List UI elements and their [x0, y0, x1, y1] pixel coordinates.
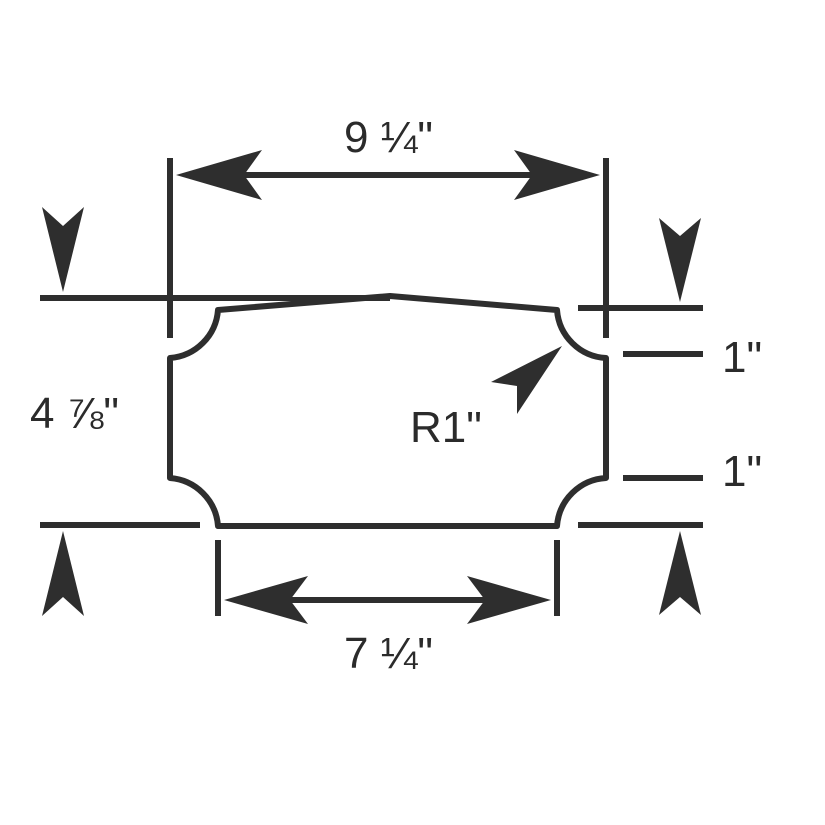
notch-top-label: 1" [722, 333, 762, 382]
bottom-arrow-left [224, 576, 308, 624]
top-width-label: 9 ¼" [344, 113, 433, 162]
height-label: 4 ⅞" [30, 389, 119, 438]
right-arrow-top [659, 218, 701, 302]
top-arrow-left [176, 150, 262, 200]
notch-bottom-label: 1" [722, 447, 762, 496]
plaque-outline [167, 293, 609, 529]
bottom-width-label: 7 ¼" [344, 629, 433, 678]
height-arrow-top [42, 207, 84, 292]
right-arrow-bottom [659, 531, 701, 615]
height-arrow-bottom [42, 531, 84, 616]
radius-label: R1" [410, 403, 482, 452]
bottom-arrow-right [467, 576, 551, 624]
radius-arrow [491, 346, 562, 414]
top-arrow-right [514, 150, 600, 200]
